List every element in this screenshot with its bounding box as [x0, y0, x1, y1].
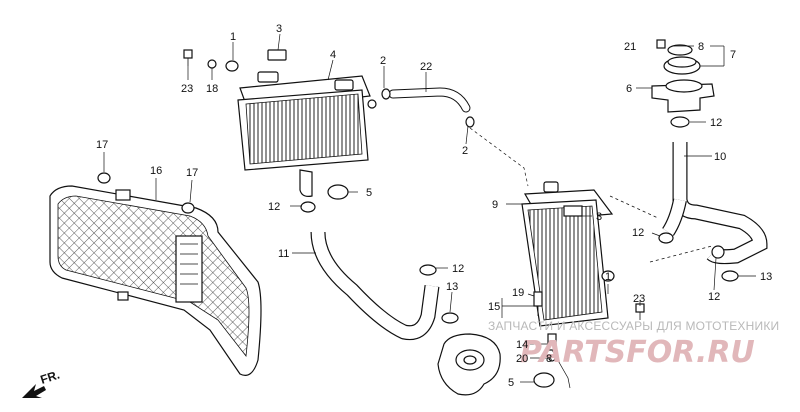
label-21: 21 [624, 41, 636, 53]
clamp-12-e [711, 245, 725, 259]
clip-13-pump [441, 312, 459, 324]
front-direction-label: FR. [39, 368, 62, 387]
label-19: 19 [512, 287, 524, 299]
part-3-upper [267, 49, 287, 61]
label-12: 12 [710, 117, 722, 129]
label-1: 1 [230, 31, 236, 43]
grommet-1-upper [225, 60, 239, 72]
lower-radiator [521, 181, 614, 327]
label-8: 8 [698, 41, 704, 53]
clamp-12-b [419, 264, 437, 276]
label-23: 23 [633, 293, 645, 305]
label-1: 1 [605, 271, 611, 283]
radiator-grille-16 [49, 185, 262, 376]
label-22: 22 [420, 61, 432, 73]
bolt-23-upper [183, 49, 193, 66]
label-12: 12 [268, 201, 280, 213]
label-11: 11 [278, 248, 289, 260]
label-13: 13 [760, 271, 772, 283]
clamp-12-d [658, 232, 674, 244]
washer-18 [207, 59, 217, 69]
front-direction-arrow: FR. [22, 368, 61, 398]
label-3: 3 [276, 23, 282, 35]
label-17: 17 [186, 167, 198, 179]
bolt-23-lower [635, 303, 645, 320]
label-18: 18 [206, 83, 218, 95]
clip-13-right [721, 270, 739, 282]
label-12: 12 [708, 291, 720, 303]
watermark-logo: PARTSFOR.RU [520, 335, 755, 370]
label-9: 9 [492, 199, 498, 211]
switch-19 [533, 291, 543, 316]
grommet-5-lower [533, 372, 555, 388]
label-16: 16 [150, 165, 162, 177]
label-6: 6 [626, 83, 632, 95]
label-3: 3 [596, 211, 602, 223]
label-5: 5 [508, 377, 514, 389]
label-14: 14 [516, 339, 528, 351]
label-10: 10 [714, 151, 726, 163]
bolt-21 [656, 39, 666, 49]
sender-14 [547, 333, 571, 389]
grommet-17-b [181, 202, 195, 214]
label-15: 15 [488, 301, 500, 313]
label-4: 4 [330, 49, 336, 61]
grommet-1-lower [601, 270, 615, 282]
washer-20 [548, 354, 556, 362]
filler-neck-6 [651, 79, 715, 113]
watermark-caption: ЗАПЧАСТИ И АКСЕССУАРЫ ДЛЯ МОТОТЕХНИКИ [488, 319, 779, 333]
label-2: 2 [380, 55, 386, 67]
label-12: 12 [452, 263, 464, 275]
label-8: 8 [546, 353, 552, 365]
clamp-12-a [300, 201, 316, 213]
label-20: 20 [516, 353, 528, 365]
label-13: 13 [446, 281, 458, 293]
label-5: 5 [366, 187, 372, 199]
water-pump [437, 333, 501, 396]
filler-cap-7 [663, 44, 701, 75]
label-2: 2 [462, 145, 468, 157]
label-7: 7 [730, 49, 736, 61]
label-17: 17 [96, 139, 108, 151]
grommet-5-upper [327, 184, 349, 200]
clamp-12-c [670, 116, 690, 128]
leader-lines [103, 33, 756, 383]
upper-radiator [237, 71, 377, 197]
callout-labels: 1 3 4 2 22 23 18 2 5 12 11 12 17 16 17 1… [96, 23, 772, 389]
grommet-17-a [97, 172, 111, 184]
part-3-lower [563, 205, 583, 217]
label-23: 23 [181, 83, 193, 95]
label-12: 12 [632, 227, 644, 239]
